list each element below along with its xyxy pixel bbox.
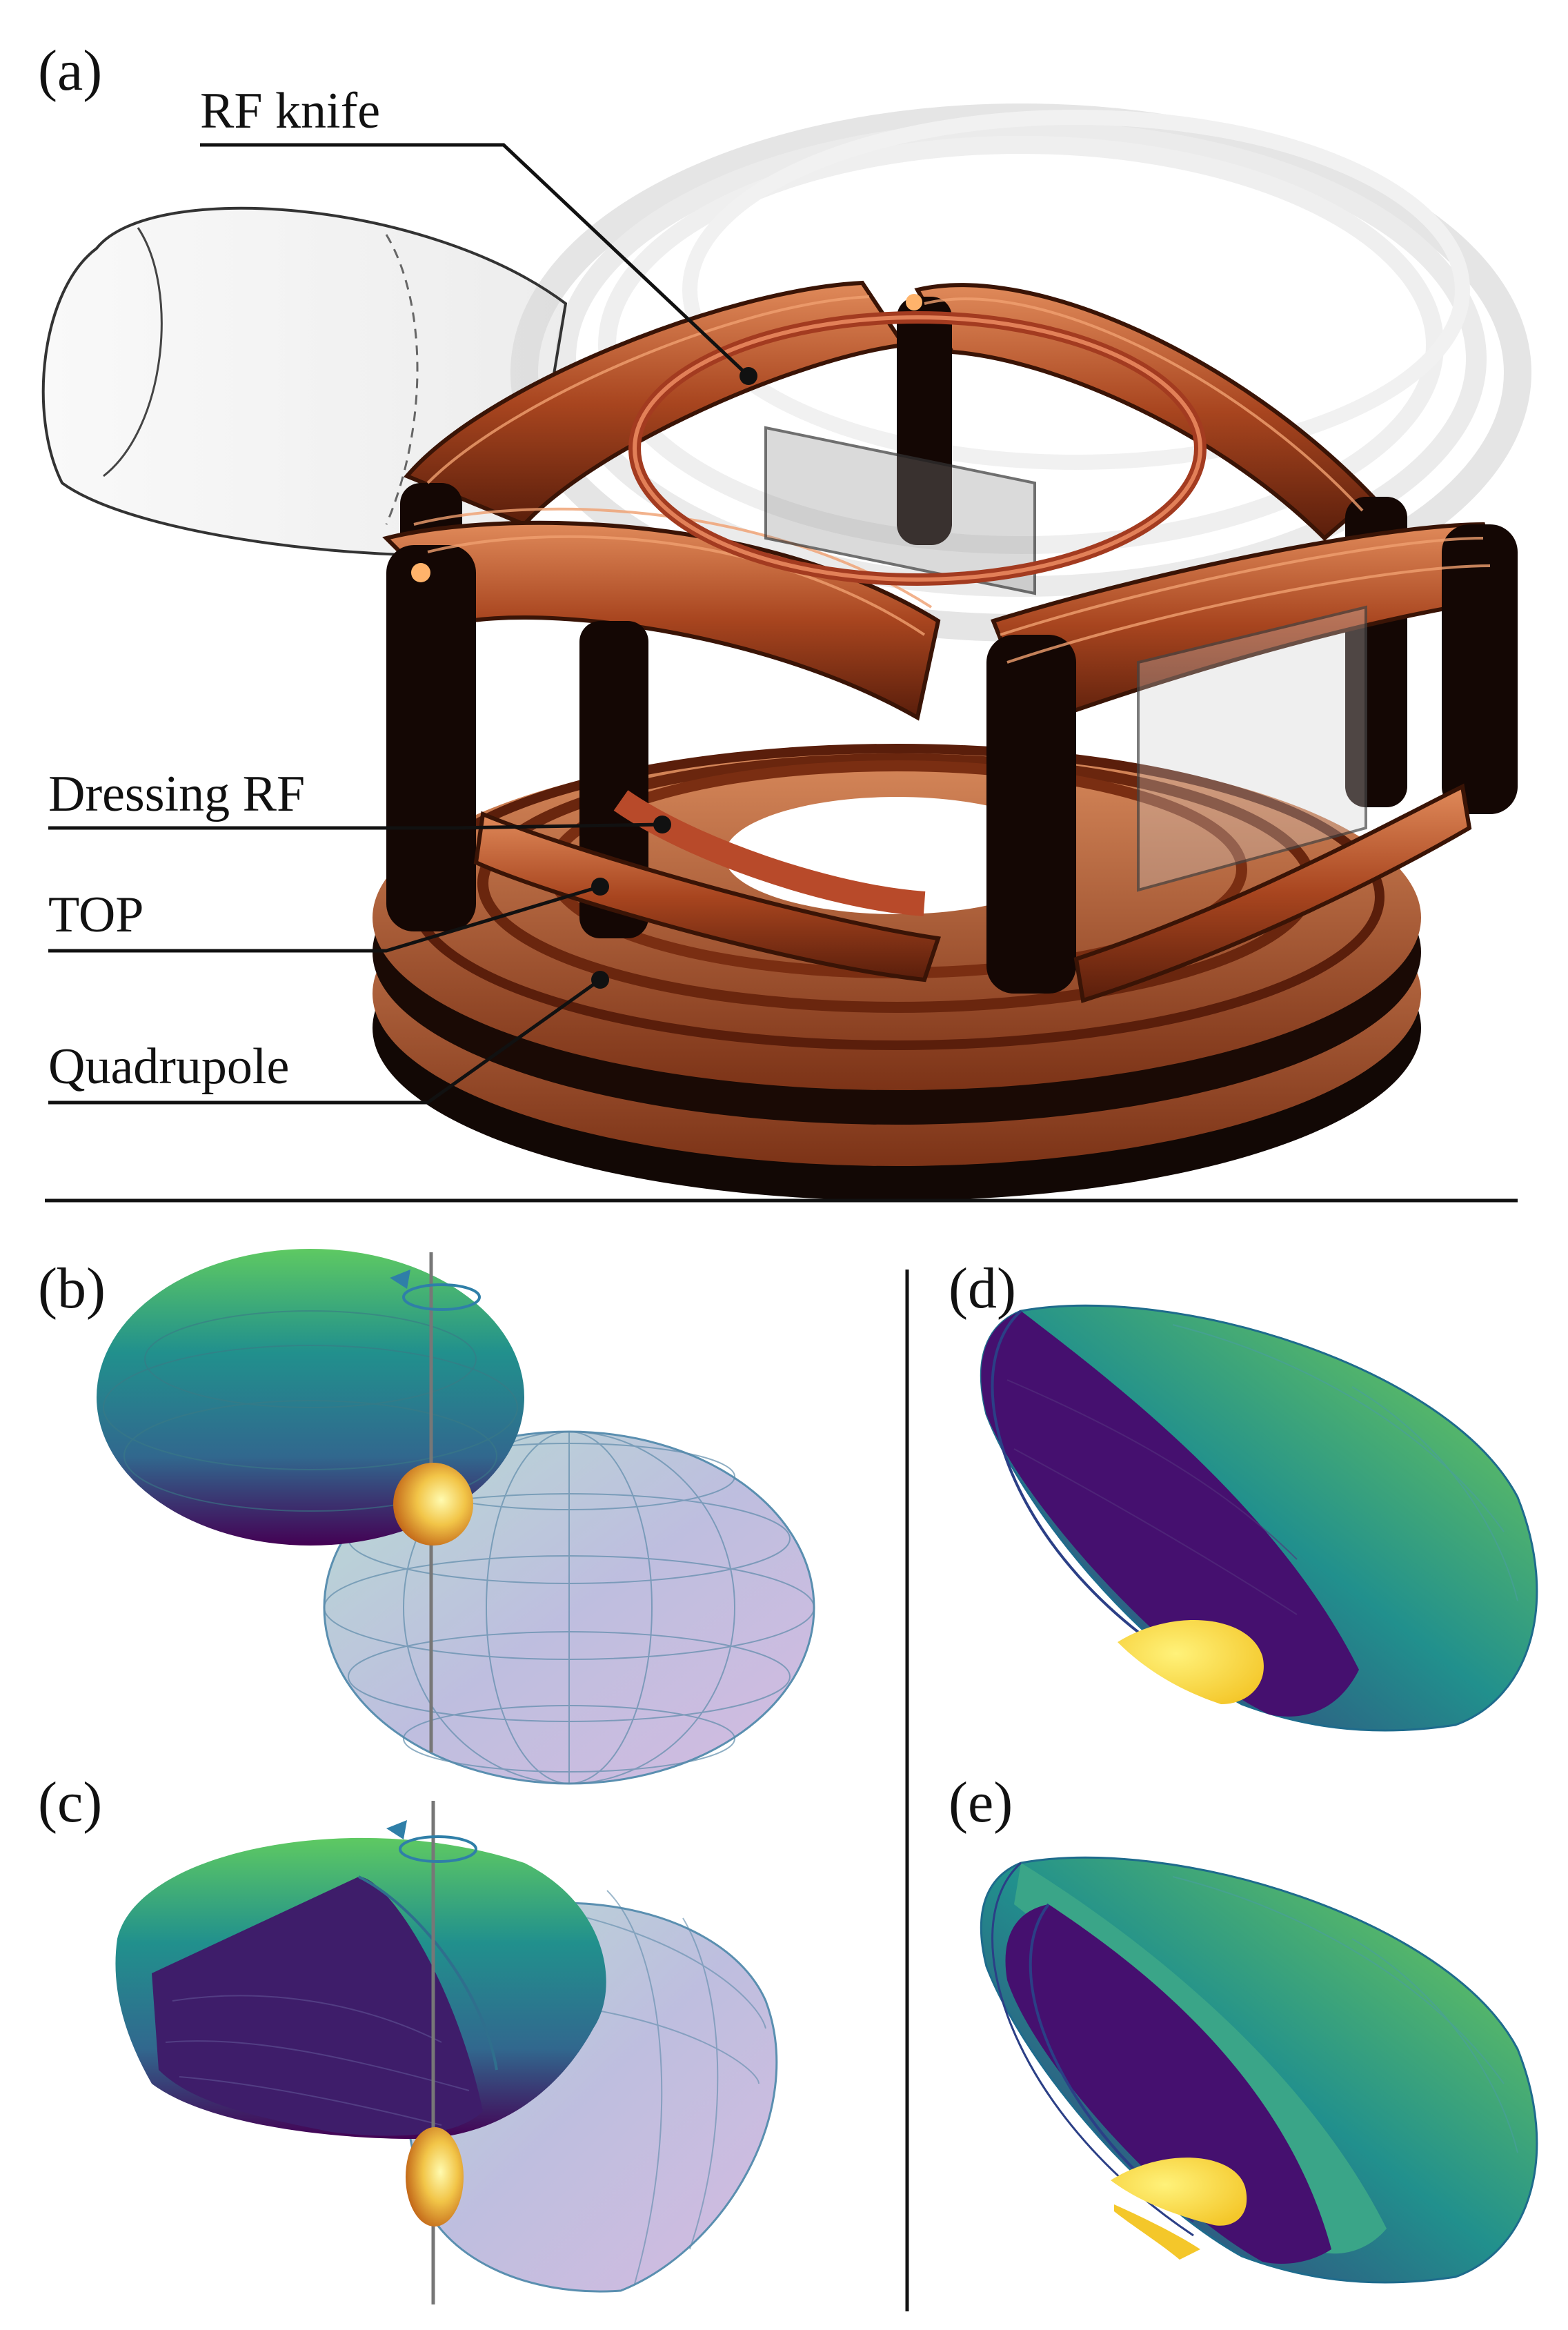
callout-dressing-rf: Dressing RF bbox=[48, 766, 305, 822]
glass-chamber bbox=[764, 426, 1367, 892]
panel-label-e: (e) bbox=[949, 1770, 1013, 1835]
panel-a-illustration bbox=[41, 103, 1531, 1201]
leader-quadrupole bbox=[48, 978, 602, 1105]
callout-rf-knife: RF knife bbox=[200, 83, 380, 139]
panel-label-d: (d) bbox=[949, 1256, 1016, 1321]
panel-label-b: (b) bbox=[38, 1256, 106, 1321]
leader-top bbox=[48, 885, 601, 953]
callout-top: TOP bbox=[48, 887, 143, 943]
panel-e-illustration bbox=[980, 1856, 1538, 2284]
panel-label-a: (a) bbox=[38, 39, 102, 103]
leader-rf-knife bbox=[200, 143, 750, 377]
callout-quadrupole: Quadrupole bbox=[48, 1038, 289, 1095]
panel-c-illustration bbox=[115, 1801, 778, 2304]
leader-dressing-rf bbox=[48, 822, 663, 830]
panel-d-illustration bbox=[980, 1304, 1538, 1732]
top-coils bbox=[382, 280, 1518, 1003]
panel-b-illustration bbox=[97, 1249, 815, 1785]
panel-label-c: (c) bbox=[38, 1770, 102, 1835]
dressing-rf-coil bbox=[613, 790, 926, 916]
